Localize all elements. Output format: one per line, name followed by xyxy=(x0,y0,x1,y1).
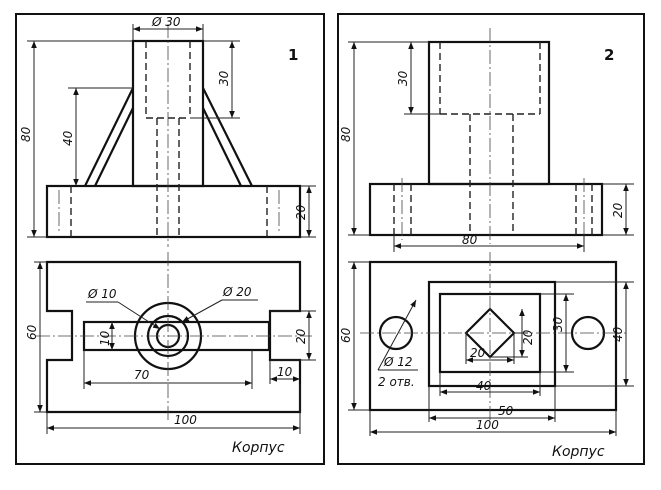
base-block xyxy=(45,184,302,239)
dim-length-100: 100 xyxy=(174,413,197,427)
panel-1-top-view: Ø 10 Ø 20 10 60 70 20 xyxy=(25,252,316,434)
dim2-length-100: 100 xyxy=(476,418,499,432)
upper-block xyxy=(427,40,551,186)
dim2-width-60: 60 xyxy=(339,327,353,343)
dim-height-80: 80 xyxy=(19,126,33,142)
dim2-holes-spacing-80: 80 xyxy=(462,233,478,247)
dim2-holes-count: 2 отв. xyxy=(378,375,415,389)
dim-bore-depth-30: 30 xyxy=(217,70,231,86)
dim-diameter-10: Ø 10 xyxy=(87,287,117,301)
panel-2-frame xyxy=(337,13,645,465)
dim-rib-width-10: 10 xyxy=(98,330,112,346)
dim2-diameter-12: Ø 12 xyxy=(383,355,413,369)
dim-length-70: 70 xyxy=(134,368,150,382)
rib-right xyxy=(202,87,253,187)
dim2-height-80: 80 xyxy=(339,126,353,142)
panel-2-top-view: 60 Ø 12 2 отв. 20 20 30 40 xyxy=(339,252,634,436)
dim-base-height-20: 20 xyxy=(294,204,308,220)
dim-diameter-30: Ø 30 xyxy=(151,15,181,29)
rib-right-inner xyxy=(202,107,242,187)
panel-2-front-view: 30 80 20 80 xyxy=(339,28,634,252)
dim-rib-height-40: 40 xyxy=(61,130,75,146)
panel-1-number: 1 xyxy=(288,46,298,64)
dim2-block-40: 40 xyxy=(611,326,625,342)
dim2-base-height-20: 20 xyxy=(611,202,625,218)
base-plate-top xyxy=(368,260,618,412)
panel-2-title: Корпус xyxy=(552,444,605,460)
panel-1-title: Корпус xyxy=(232,440,285,456)
panel-1: 1 Ø 30 xyxy=(15,13,325,465)
dim2-block-width-50: 50 xyxy=(498,404,514,418)
base-block-2 xyxy=(368,182,604,237)
panel-2-number: 2 xyxy=(604,46,614,64)
panel-2: 2 30 80 xyxy=(337,13,645,465)
upper-block-top xyxy=(427,280,557,388)
rib-left-inner xyxy=(94,107,134,187)
dim2-bore-depth-30: 30 xyxy=(396,70,410,86)
rib-left xyxy=(84,87,134,187)
dim-slot-20: 20 xyxy=(294,328,308,344)
dim2-pocket-width-40: 40 xyxy=(476,379,492,393)
panel-1-frame xyxy=(15,13,325,465)
dim2-square-20-vertical: 20 xyxy=(521,329,535,345)
panel-1-front-view: Ø 30 30 80 40 20 xyxy=(19,15,316,247)
dim-slot-depth-10: 10 xyxy=(277,365,293,379)
dim2-square-20-horizontal: 20 xyxy=(470,346,486,360)
dim-width-60: 60 xyxy=(25,324,39,340)
dim2-pocket-30: 30 xyxy=(551,316,565,332)
dim-diameter-20: Ø 20 xyxy=(222,285,252,299)
